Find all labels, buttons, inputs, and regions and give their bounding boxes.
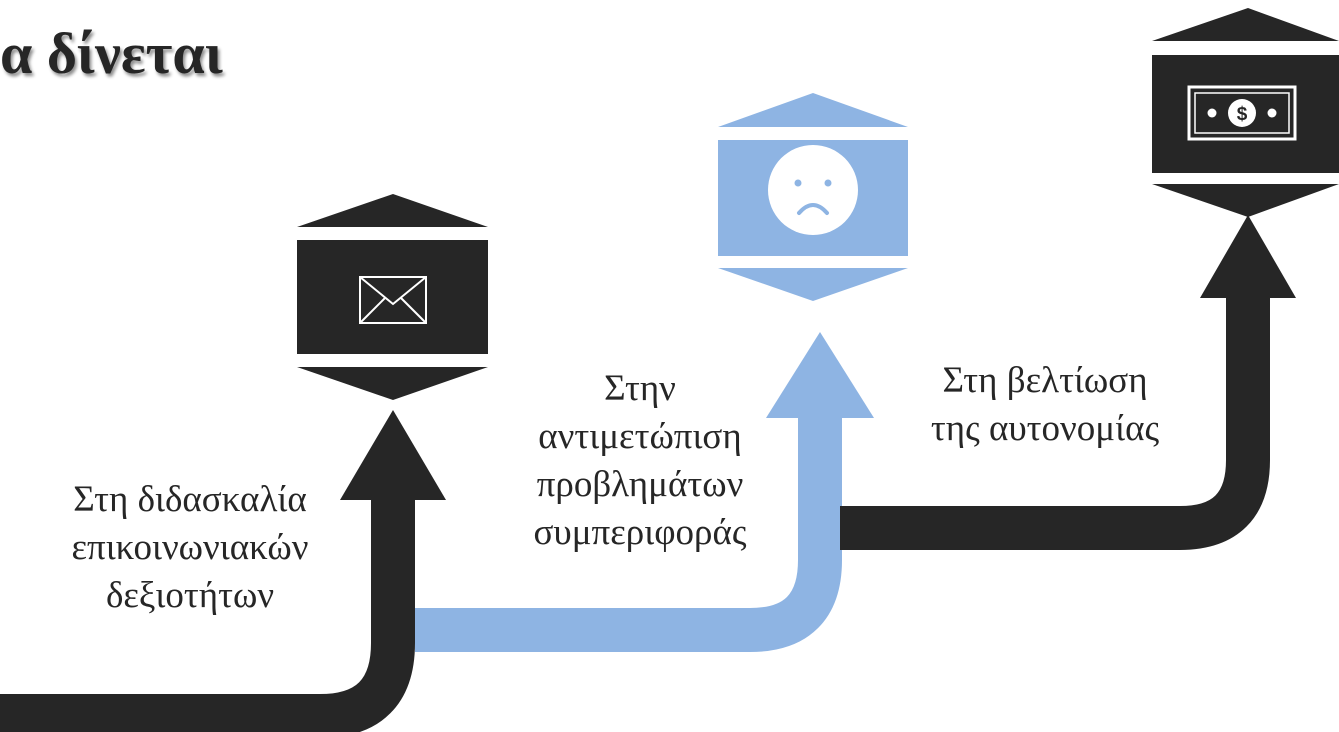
step-1-line-2: επικοινωνιακών [71,527,309,568]
path-segment-2 [415,418,842,652]
step-3-line-1: Στη βελτίωση [942,360,1148,401]
icon-badge-1 [297,194,488,400]
arrowhead-1 [340,410,446,500]
envelope-icon [359,276,427,324]
step-2-line-2: αντιμετώπιση [538,416,742,457]
path-segment-1 [0,500,415,732]
step-2-line-1: Στην [604,368,676,409]
arrowhead-3 [1200,215,1296,298]
step-2-line-3: προβλημάτων [536,464,744,505]
icon-badge-2 [718,93,908,301]
step-2-label: Στην αντιμετώπιση προβλημάτων συμπεριφορ… [458,365,822,557]
dollar-bill-icon: $ [1187,85,1297,141]
step-3-label: Στη βελτίωση της αυτονομίας [862,357,1228,453]
icon-badge-3: $ [1152,8,1339,217]
path-segment-3 [840,298,1270,550]
sad-face-icon [768,145,858,235]
page-title: α δίνεται [0,21,223,86]
step-2-line-4: συμπεριφοράς [533,512,747,553]
step-1-label: Στη διδασκαλία επικοινωνιακών δεξιοτήτων [16,476,364,620]
arrowhead-2 [766,332,874,418]
step-1-line-3: δεξιοτήτων [105,575,275,616]
step-1-line-1: Στη διδασκαλία [73,479,307,520]
step-3-line-2: της αυτονομίας [930,408,1160,449]
svg-text:$: $ [1237,104,1248,125]
